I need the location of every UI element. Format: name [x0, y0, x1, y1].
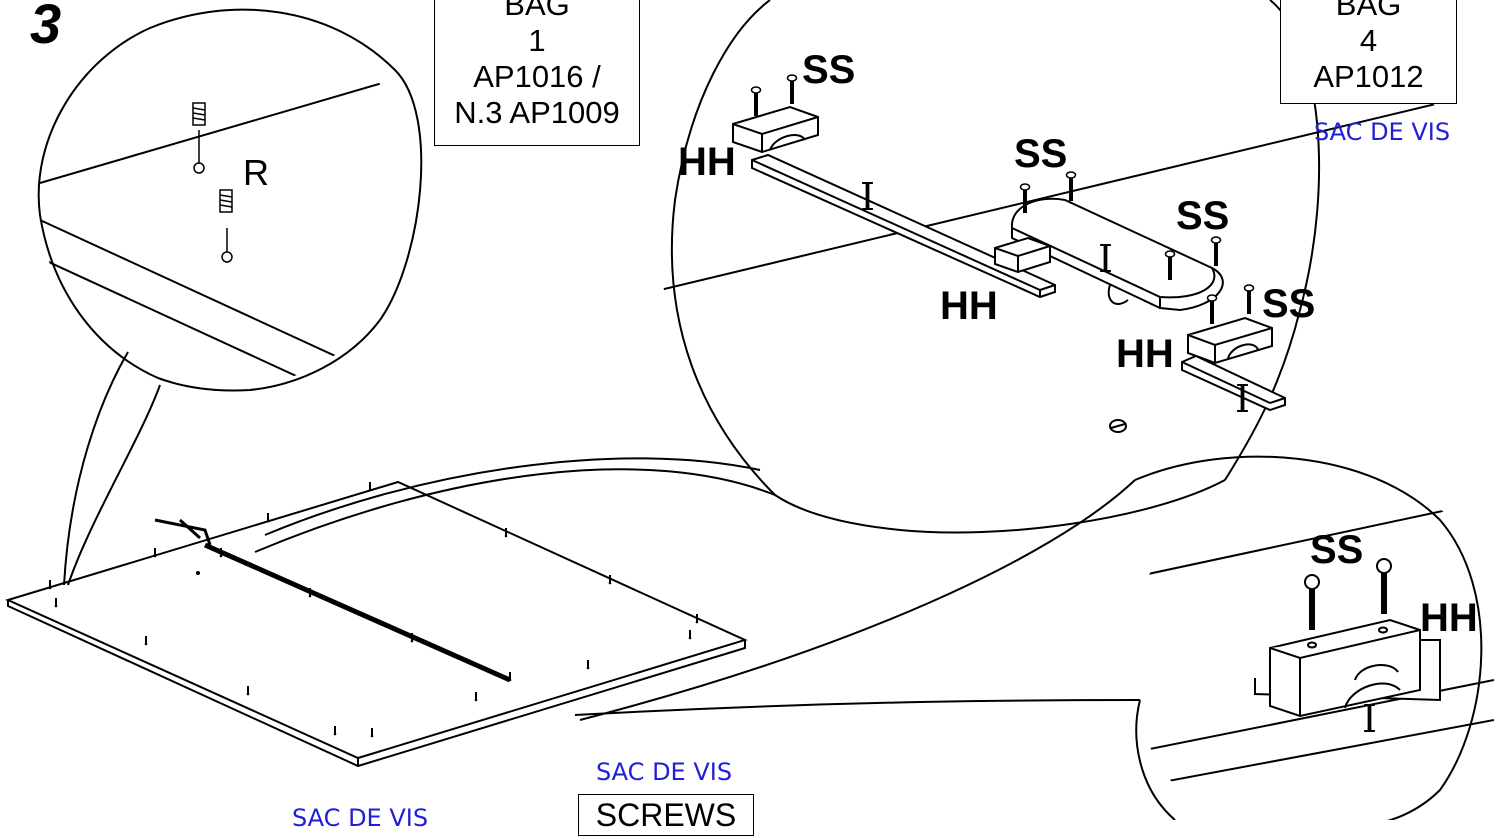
panel — [5, 480, 748, 768]
step-number: 3 — [30, 0, 62, 55]
panel-screws — [47, 481, 700, 739]
bag1-box: BAG 1 AP1016 / N.3 AP1009 — [434, 0, 640, 146]
part-label-1: I — [860, 175, 876, 219]
left-detail-bubble — [37, 8, 423, 586]
bag4-caption: SAC DE VIS — [1314, 118, 1451, 146]
bag1-line3: AP1016 / — [473, 59, 601, 94]
sac-de-vis-center: SAC DE VIS — [596, 758, 733, 786]
right-rail-right — [1181, 354, 1286, 412]
bag1-line4: N.3 AP1009 — [454, 95, 620, 130]
ss-label-4: SS — [1262, 282, 1316, 326]
ss-label-2: SS — [1014, 132, 1068, 176]
hh-label-2: HH — [940, 284, 998, 328]
shelf-block — [1010, 197, 1224, 312]
left-detail-screws — [192, 102, 233, 263]
right-rail-left — [751, 153, 1056, 299]
bottom-detail-block — [1254, 618, 1441, 718]
bag4-box: BAG 4 AP1012 — [1280, 0, 1457, 104]
bag1-line1: BAG — [504, 0, 570, 22]
bottom-detail-screws — [1304, 558, 1392, 630]
block-bottom-right — [1187, 316, 1273, 365]
bottom-part-label: I — [1362, 697, 1378, 741]
part-label-3: I — [1235, 377, 1251, 421]
screws-box: SCREWS — [578, 794, 754, 836]
sac-de-vis-bottom: SAC DE VIS — [292, 804, 429, 832]
hh-label-3: HH — [1116, 332, 1174, 376]
ss-label-1: SS — [802, 48, 856, 92]
bag4-line1: BAG — [1335, 0, 1402, 22]
bag1-line2: 1 — [528, 23, 546, 58]
bag4-line3: AP1012 — [1313, 59, 1424, 94]
part-label-2: I — [1098, 237, 1114, 281]
bottom-ss-label: SS — [1310, 528, 1364, 572]
pin-hole — [1109, 419, 1127, 433]
hole-label-r: R — [243, 152, 269, 193]
hh-label-1: HH — [678, 140, 736, 184]
screws-label: SCREWS — [595, 797, 737, 833]
bottom-detail-bubble — [574, 455, 1483, 820]
bottom-hh-label: HH — [1420, 596, 1478, 640]
ss-label-3: SS — [1176, 194, 1230, 238]
block-top-left — [732, 105, 819, 154]
block-mid — [994, 236, 1051, 274]
bag4-line2: 4 — [1359, 23, 1378, 58]
